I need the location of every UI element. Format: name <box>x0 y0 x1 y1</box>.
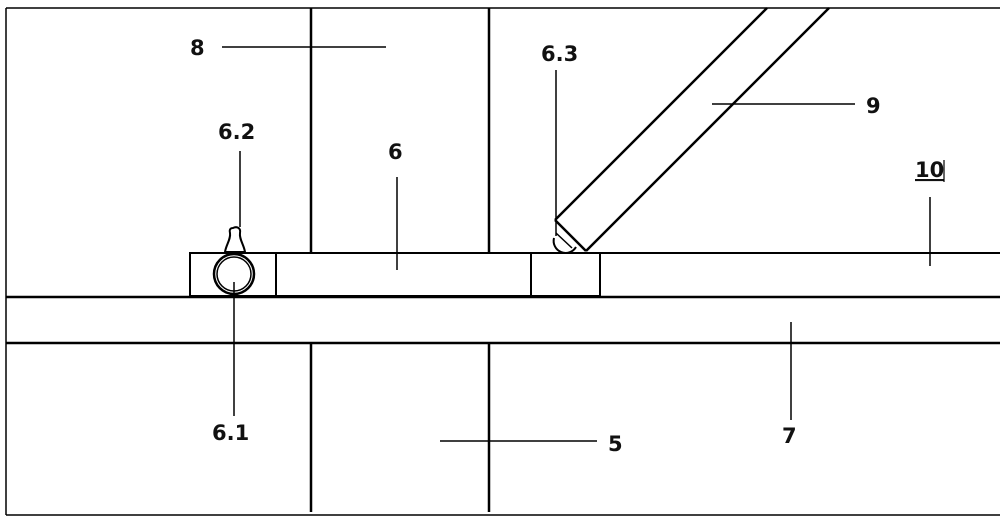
brace-lower-edge <box>585 7 830 252</box>
label-7: 7 <box>782 424 797 448</box>
label-6-2: 6.2 <box>218 120 255 144</box>
hinge-block <box>530 252 601 297</box>
brace-upper-edge <box>554 7 768 221</box>
knob-handle <box>223 226 247 253</box>
label-6: 6 <box>388 140 403 164</box>
rail-plate <box>275 252 532 297</box>
hinge-pin-arc <box>552 237 577 254</box>
label-10: 10 <box>915 158 944 182</box>
label-6-3: 6.3 <box>541 42 578 66</box>
label-5: 5 <box>608 432 623 456</box>
pipe-clamp-block <box>189 252 277 297</box>
label-6-1: 6.1 <box>212 421 249 445</box>
label-9: 9 <box>866 94 881 118</box>
brace-end <box>554 219 587 252</box>
hinge-pin-chord <box>555 232 573 249</box>
label-8: 8 <box>190 36 205 60</box>
